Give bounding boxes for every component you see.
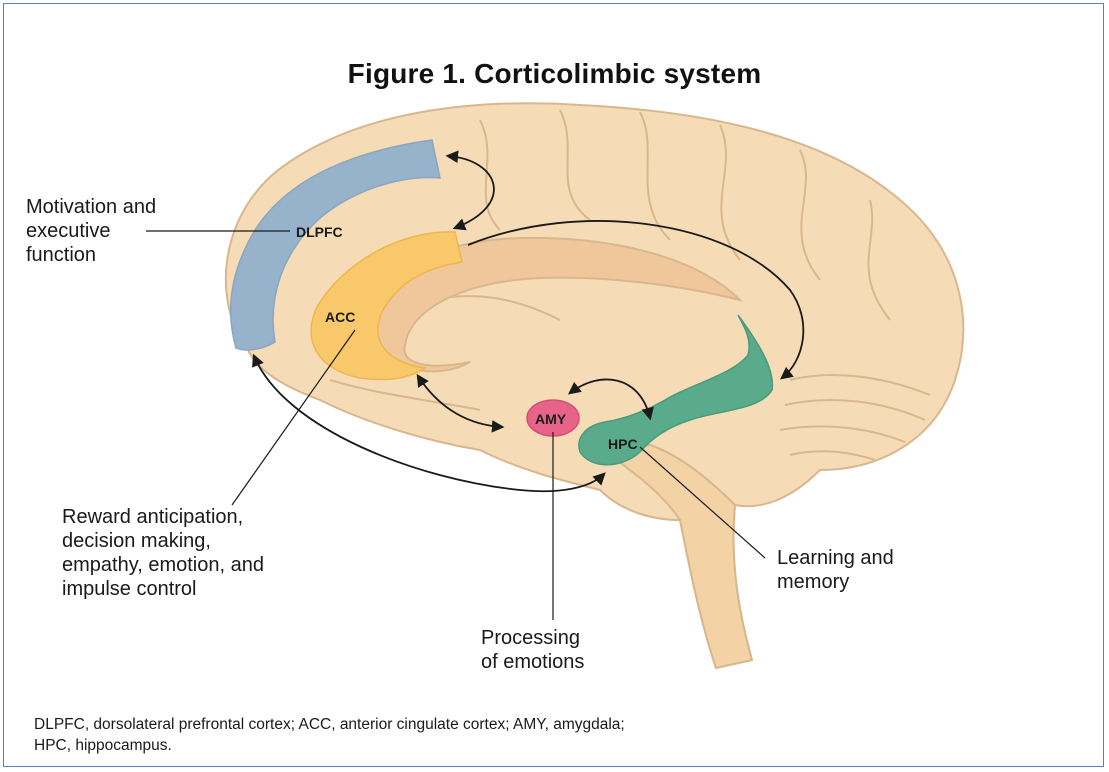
region-label-amy: AMY [535,411,567,427]
label-acc-function: Reward anticipation, decision making, em… [62,505,264,601]
region-label-dlpfc: DLPFC [296,224,343,240]
region-label-hpc: HPC [608,436,638,452]
caption-line-2: HPC, hippocampus. [34,735,1074,756]
label-amy-function: Processing of emotions [481,626,584,674]
label-dlpfc-function: Motivation and executive function [26,195,156,267]
caption-line-1: DLPFC, dorsolateral prefrontal cortex; A… [34,714,1074,735]
label-hpc-function: Learning and memory [777,546,894,594]
figure-caption: DLPFC, dorsolateral prefrontal cortex; A… [34,714,1074,756]
region-label-acc: ACC [325,309,355,325]
